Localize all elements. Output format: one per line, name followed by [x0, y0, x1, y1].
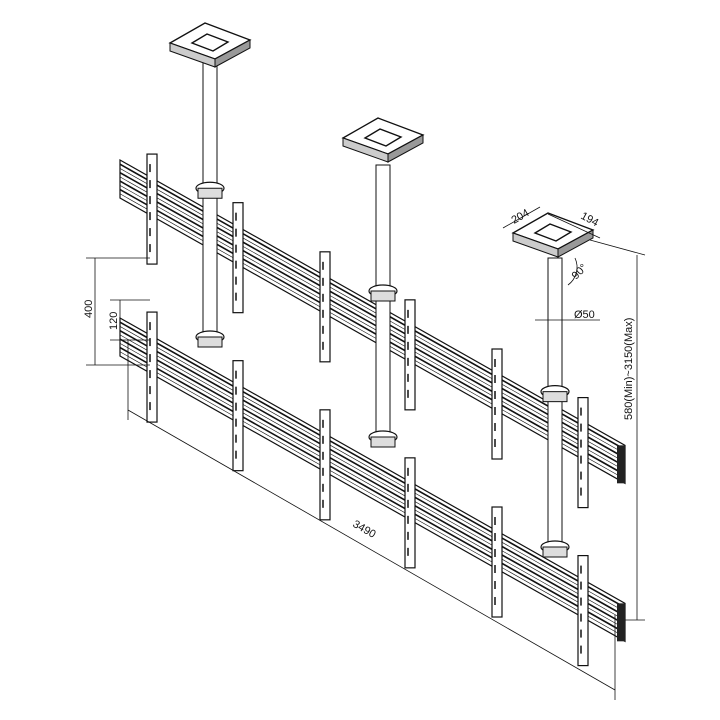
bracket-arm: [146, 153, 158, 265]
rail-groove: [119, 321, 626, 609]
dim-rotation: 90°: [570, 262, 590, 282]
rail-groove: [119, 346, 626, 634]
rail-groove: [119, 351, 626, 638]
plate-center-hole: [190, 33, 230, 52]
ceiling-plate-1: [168, 22, 252, 68]
pole-clamp-body: [542, 391, 568, 403]
screen-bracket: [319, 251, 331, 363]
rail-groove: [119, 326, 626, 613]
pole-clamp-body: [370, 436, 396, 448]
screen-bracket: [146, 153, 158, 265]
screen-bracket: [404, 457, 416, 569]
poles: [195, 59, 570, 558]
bracket-arm: [319, 251, 331, 363]
dimension-lines: [86, 206, 646, 700]
screen-bracket: [232, 202, 244, 314]
screen-bracket: [491, 506, 503, 618]
bracket-arm: [404, 457, 416, 569]
bracket-arm: [577, 396, 589, 509]
dim-total-length: 3490: [351, 518, 378, 541]
bracket-arm: [146, 311, 158, 423]
rail-groove: [119, 334, 626, 621]
dim-rail-spacing: 400: [83, 300, 95, 318]
screen-bracket: [319, 409, 331, 521]
bracket-arm: [232, 360, 244, 472]
plate-side: [214, 39, 251, 68]
rail-end-cap: [617, 445, 625, 484]
screen-bracket: [146, 311, 158, 423]
screen-bracket: [404, 299, 416, 411]
dim-bracket-offset: 120: [108, 312, 120, 330]
dim-pole-diameter: Ø50: [574, 309, 595, 321]
dim-height-range: 580(Min)~3150(Max): [623, 318, 635, 420]
screen-bracket: [491, 348, 503, 460]
bracket-arm: [491, 348, 503, 460]
ceiling-plates: [168, 22, 595, 258]
pole-clamp-body: [197, 336, 223, 348]
rail-groove: [119, 329, 626, 617]
bracket-arm: [491, 506, 503, 618]
ceiling-plate-3: [511, 212, 595, 258]
pole-clamp-body: [197, 187, 223, 199]
screen-bracket: [577, 554, 589, 667]
bracket-arm: [577, 554, 589, 667]
bracket-arm: [319, 409, 331, 521]
pole-tube: [375, 164, 391, 446]
brackets: [146, 153, 589, 667]
screen-bracket: [232, 360, 244, 472]
bracket-arm: [404, 299, 416, 411]
pole-1: [195, 59, 225, 348]
plate-side: [387, 134, 424, 163]
rail-groove: [119, 338, 626, 626]
pole-tube: [202, 59, 218, 346]
pole-2: [368, 164, 398, 448]
screen-bracket: [577, 396, 589, 509]
pole-tube: [547, 257, 563, 556]
plate-center-hole: [533, 223, 573, 242]
rail-groove: [119, 343, 626, 629]
ceiling-plate-2: [341, 117, 425, 163]
plate-center-hole: [363, 128, 403, 147]
rail-end-cap: [617, 603, 625, 642]
bracket-arm: [232, 202, 244, 314]
pole-clamp-body: [370, 290, 396, 302]
pole-clamp-body: [542, 546, 568, 558]
pole-3: [540, 257, 570, 558]
plate-side: [557, 229, 594, 258]
